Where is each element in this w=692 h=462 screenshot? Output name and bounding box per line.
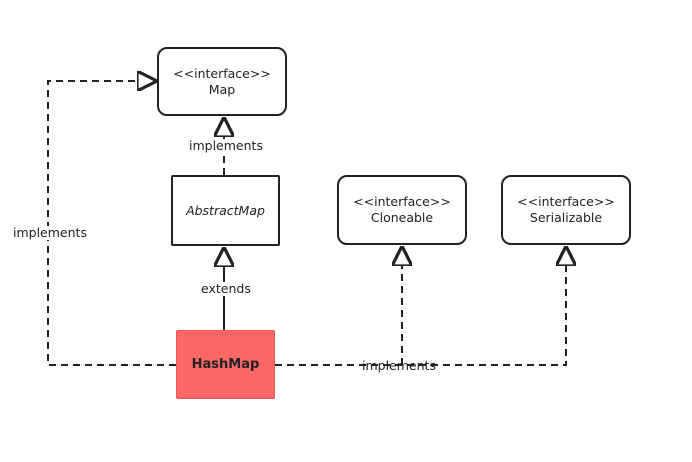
hashmap-class-box[interactable]: HashMap <box>176 330 275 399</box>
abstractmap-name: AbstractMap <box>186 202 265 218</box>
serializable-stereotype: <<interface>> <box>517 194 615 209</box>
map-name: Map <box>208 81 236 97</box>
cloneable-interface-box[interactable]: <<interface>> Cloneable <box>337 175 467 245</box>
abstractmap-class-box[interactable]: AbstractMap <box>171 175 280 246</box>
cloneable-stereotype: <<interface>> <box>353 194 451 209</box>
edge-label-hashmap-implements-map: implements <box>11 225 89 240</box>
hashmap-name: HashMap <box>191 356 260 372</box>
cloneable-name: Cloneable <box>370 210 434 225</box>
edge-hashmap-implements-serializable <box>275 248 566 366</box>
serializable-interface-box[interactable]: <<interface>> Serializable <box>501 175 631 245</box>
serializable-name: Serializable <box>529 210 603 225</box>
edge-label-hashmap-extends: extends <box>199 281 253 296</box>
edge-hashmap-implements-map <box>47 81 176 366</box>
edge-label-hashmap-implements-others: implements <box>362 358 436 373</box>
edge-label-abstractmap-implements: implements <box>187 138 265 153</box>
map-interface-box[interactable]: <<interface>> Map <box>157 47 287 116</box>
map-stereotype: <<interface>> <box>173 65 271 81</box>
